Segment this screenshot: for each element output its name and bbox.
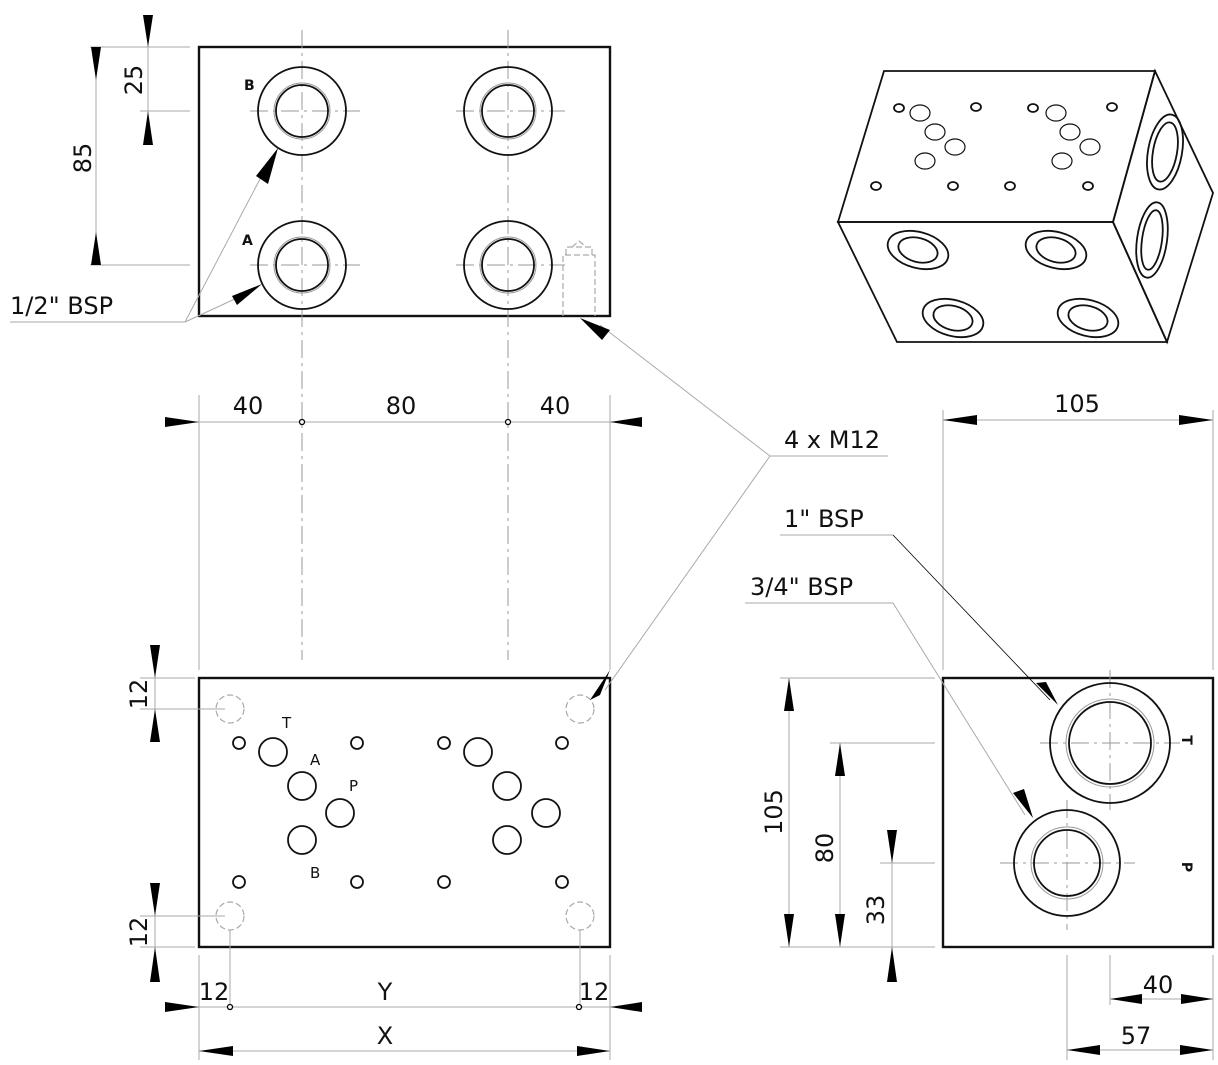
dim-x: X xyxy=(377,1022,393,1050)
side-view-outline xyxy=(941,676,1215,949)
front-view-outline xyxy=(197,676,612,949)
dim-80: 80 xyxy=(386,392,417,420)
iso-side-ports xyxy=(1135,113,1184,279)
dim-12-bottom-left: 12 xyxy=(199,978,230,1006)
iso-front-ports xyxy=(886,229,1120,339)
m12-holes xyxy=(215,694,595,931)
port-p-side xyxy=(1013,809,1121,917)
dim-105-width: 105 xyxy=(1054,390,1100,418)
top-view-outline xyxy=(197,45,612,318)
port-label-t-side: T xyxy=(1178,735,1194,745)
small-holes xyxy=(232,736,569,889)
port-label-a-front: A xyxy=(310,751,321,769)
dim-25: 25 xyxy=(120,65,148,96)
front-view: 40 80 40 xyxy=(125,392,642,1060)
port-label-b-front: B xyxy=(310,864,320,882)
iso-top-holes xyxy=(870,102,1118,191)
port-label-p-side: P xyxy=(1178,862,1194,872)
valve-ports xyxy=(258,737,561,855)
port-b-top xyxy=(257,66,347,156)
port-label-a: A xyxy=(242,233,253,249)
callout-1-bsp: 1" BSP xyxy=(784,505,864,533)
dim-33: 33 xyxy=(862,895,890,926)
port-label-t: T xyxy=(281,714,292,732)
port-label-b: B xyxy=(244,78,255,94)
dim-12-bottom-right: 12 xyxy=(579,978,610,1006)
port-a-top xyxy=(257,220,347,310)
dim-57: 57 xyxy=(1121,1022,1152,1050)
port-label-p: P xyxy=(349,777,358,795)
port-top-right xyxy=(463,66,553,156)
dim-y: Y xyxy=(377,978,393,1006)
port-t-side xyxy=(1049,682,1171,804)
dim-85: 85 xyxy=(69,143,97,174)
side-view: 105 T P 1" BSP 3/4" BSP xyxy=(745,390,1215,1060)
port-bottom-right xyxy=(463,220,553,310)
isometric-view xyxy=(836,68,1214,345)
dim-12-left-bottom: 12 xyxy=(125,917,153,948)
top-view: B A 85 25 1/2" BSP xyxy=(10,15,612,660)
dim-40-right: 40 xyxy=(540,392,571,420)
dim-12-left-top: 12 xyxy=(125,679,153,710)
callout-3-4-bsp: 3/4" BSP xyxy=(750,573,853,601)
callout-4xm12: 4 x M12 xyxy=(784,426,880,454)
dim-80-side: 80 xyxy=(811,833,839,864)
hidden-bolt-hole xyxy=(562,240,596,316)
callout-half-bsp: 1/2" BSP xyxy=(10,292,113,320)
dim-40-left: 40 xyxy=(233,392,264,420)
dim-40-side: 40 xyxy=(1143,971,1174,999)
dim-105-height: 105 xyxy=(760,789,788,835)
m12-callout: 4 x M12 xyxy=(580,318,888,700)
